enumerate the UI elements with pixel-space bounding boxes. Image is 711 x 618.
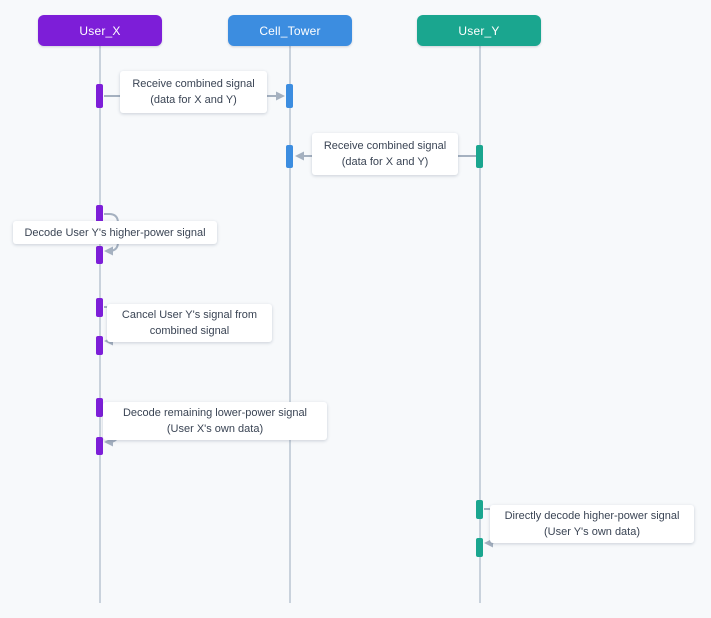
actor-user-y-label: User_Y bbox=[458, 23, 500, 38]
message-label-6: Directly decode higher-power signal (Use… bbox=[490, 505, 694, 543]
arrowhead-left bbox=[295, 151, 304, 161]
message-label-1-line1: Receive combined signal bbox=[132, 78, 255, 90]
activation-bar bbox=[96, 336, 103, 355]
activation-bar bbox=[286, 84, 293, 108]
activation-bar bbox=[96, 398, 103, 417]
message-label-6-line2: (User Y's own data) bbox=[543, 526, 641, 538]
actor-user-y: User_Y bbox=[417, 15, 541, 46]
message-label-3: Decode User Y's higher-power signal bbox=[13, 221, 217, 244]
message-label-5-line2: (User X's own data) bbox=[166, 423, 264, 435]
actor-user-x: User_X bbox=[38, 15, 162, 46]
message-label-5-line1: Decode remaining lower-power signal bbox=[122, 407, 308, 419]
arrowhead-self-1 bbox=[104, 246, 113, 256]
activation-bar bbox=[476, 500, 483, 519]
message-label-2-line1: Receive combined signal bbox=[323, 140, 447, 152]
activation-bar bbox=[476, 145, 483, 168]
activation-bar bbox=[96, 298, 103, 317]
lifeline-user-y bbox=[479, 46, 481, 603]
message-label-6-line1: Directly decode higher-power signal bbox=[504, 510, 680, 522]
message-label-2: Receive combined signal (data for X and … bbox=[312, 133, 458, 175]
lifeline-cell-tower bbox=[289, 46, 291, 603]
message-label-2-line2: (data for X and Y) bbox=[341, 156, 429, 168]
message-label-1: Receive combined signal (data for X and … bbox=[120, 71, 267, 113]
activation-bar bbox=[286, 145, 293, 168]
lifeline-user-x bbox=[99, 46, 101, 603]
message-label-4: Cancel User Y's signal from combined sig… bbox=[107, 304, 272, 342]
arrowhead-right bbox=[276, 91, 285, 101]
actor-cell-tower: Cell_Tower bbox=[228, 15, 352, 46]
message-label-4-line2: combined signal bbox=[149, 325, 230, 337]
actor-user-x-label: User_X bbox=[79, 23, 121, 38]
message-label-3-line1: Decode User Y's higher-power signal bbox=[24, 226, 206, 239]
message-label-5: Decode remaining lower-power signal (Use… bbox=[103, 402, 327, 440]
activation-bar bbox=[96, 437, 103, 455]
message-label-1-line2: (data for X and Y) bbox=[150, 94, 237, 106]
activation-bar bbox=[96, 84, 103, 108]
activation-bar bbox=[476, 538, 483, 557]
actor-cell-tower-label: Cell_Tower bbox=[259, 23, 321, 38]
activation-bar bbox=[96, 205, 103, 223]
message-label-4-line1: Cancel User Y's signal from bbox=[121, 309, 258, 321]
activation-bar bbox=[96, 246, 103, 264]
